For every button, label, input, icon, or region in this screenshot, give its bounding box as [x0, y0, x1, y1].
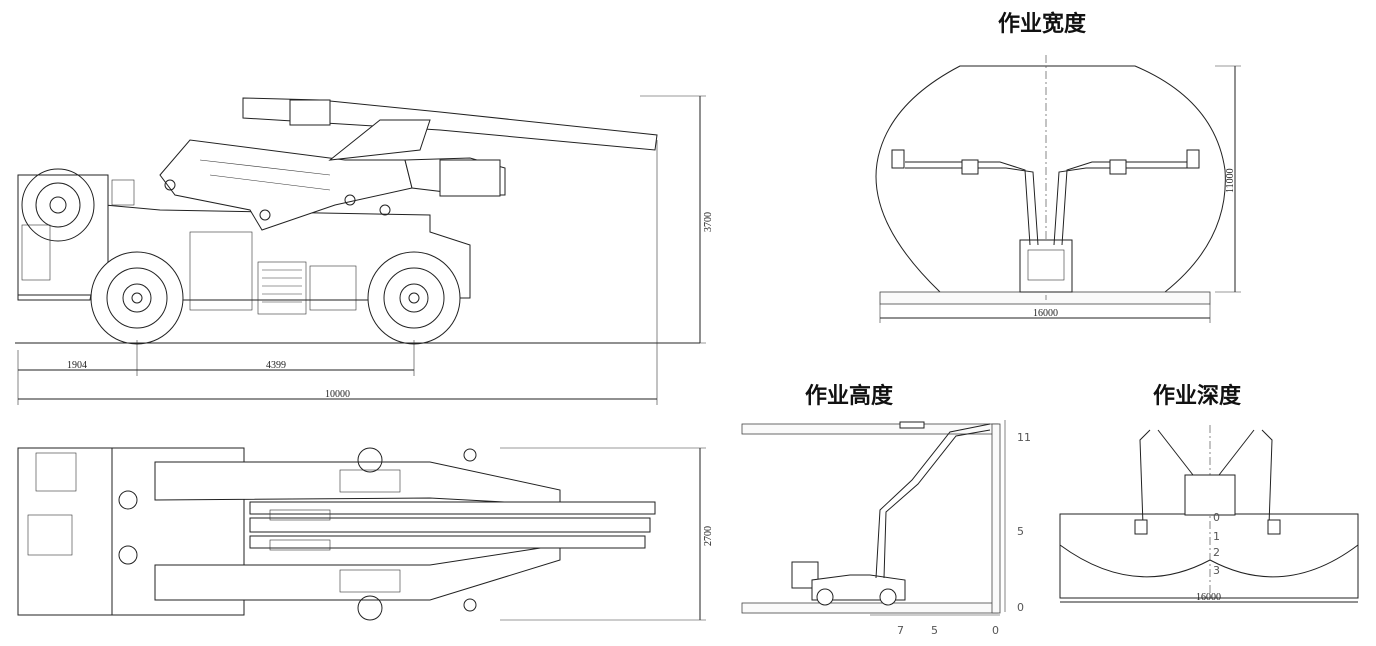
dim-vehicle-height: 3700: [703, 212, 714, 232]
working-width-drawing: [875, 55, 1241, 323]
dim-front-overhang: 1904: [67, 360, 87, 371]
title-working-depth: 作业深度: [1153, 384, 1242, 409]
dim-total-length: 10000: [325, 389, 350, 400]
working-depth-drawing: [1059, 425, 1359, 603]
dim-working-width: 16000: [1033, 308, 1058, 319]
height-scale-11: 11: [1017, 431, 1031, 444]
dim-wheelbase: 4399: [266, 360, 286, 371]
height-scale-0: 0: [1017, 601, 1024, 614]
depth-scale-1: 1: [1213, 530, 1220, 543]
cab-box: [17, 174, 109, 296]
front-wheel: [90, 251, 184, 345]
working-height-drawing: [741, 420, 1006, 616]
depth-scale-3: 3: [1213, 564, 1220, 577]
title-working-width: 作业宽度: [998, 12, 1087, 37]
title-working-height: 作业高度: [805, 384, 894, 409]
height-scale-5: 5: [1017, 525, 1024, 538]
depth-scale-2: 2: [1213, 546, 1220, 559]
height-bottom-5: 5: [931, 624, 938, 637]
depth-scale-0: 0: [1213, 511, 1220, 524]
height-bottom-7: 7: [897, 624, 904, 637]
dim-working-height-width-view: 11000: [1225, 168, 1236, 193]
top-view-drawing: [17, 447, 706, 621]
side-view-drawing: [15, 95, 706, 405]
dim-vehicle-width: 2700: [703, 526, 714, 546]
height-bottom-0: 0: [992, 624, 999, 637]
dim-working-depth-width: 16000: [1196, 592, 1221, 603]
rear-wheel: [367, 251, 461, 345]
boom-arm: [159, 97, 658, 231]
